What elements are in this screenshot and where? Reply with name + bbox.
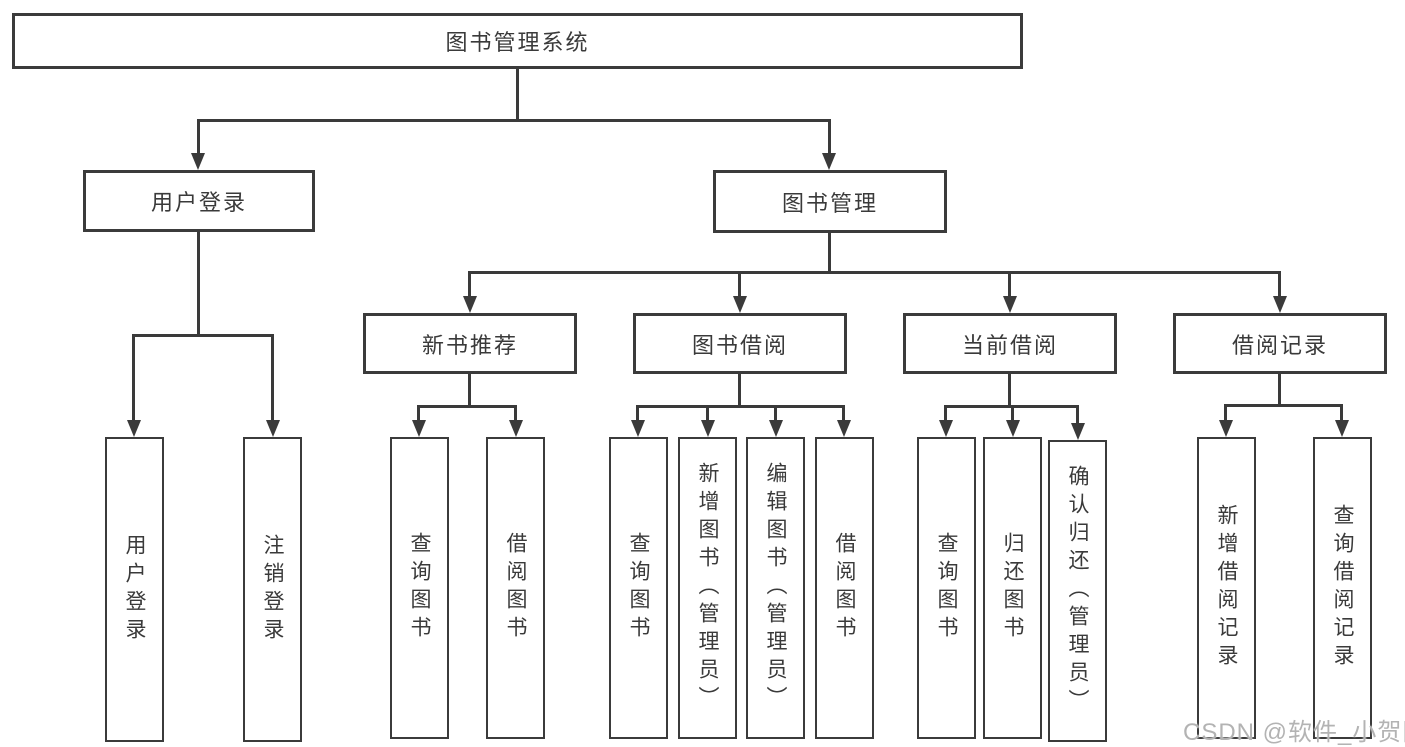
node-confirm-return-admin: 确认归还（管理员） — [1048, 440, 1107, 742]
connector-line — [1008, 374, 1011, 408]
node-current-borrowing: 当前借阅 — [903, 313, 1117, 374]
arrow-down-icon — [191, 153, 205, 170]
node-library-management-system: 图书管理系统 — [12, 13, 1023, 69]
node-add-book-admin: 新增图书（管理员） — [678, 437, 737, 739]
arrow-down-icon — [769, 420, 783, 437]
node-edit-book-admin: 编辑图书（管理员） — [746, 437, 805, 739]
node-user-login-leaf: 用户登录 — [105, 437, 164, 742]
arrow-down-icon — [631, 420, 645, 437]
node-label: 用户登录 — [123, 533, 146, 646]
node-label: 查询图书 — [627, 532, 650, 644]
connector-line — [197, 119, 200, 156]
connector-line — [1278, 374, 1281, 407]
connector-line — [197, 232, 200, 336]
connector-line — [738, 374, 741, 408]
arrow-down-icon — [463, 296, 477, 313]
arrow-down-icon — [701, 420, 715, 437]
connector-line — [197, 119, 831, 122]
arrow-down-icon — [939, 420, 953, 437]
node-add-borrow-record: 新增借阅记录 — [1197, 437, 1256, 739]
connector-line — [1278, 271, 1281, 299]
arrow-down-icon — [266, 420, 280, 437]
arrow-down-icon — [1219, 420, 1233, 437]
connector-line — [706, 405, 709, 423]
node-label: 编辑图书（管理员） — [764, 462, 787, 714]
node-book-borrowing: 图书借阅 — [633, 313, 847, 374]
connector-line — [468, 374, 471, 408]
arrow-down-icon — [822, 153, 836, 170]
node-borrowing-records: 借阅记录 — [1173, 313, 1387, 374]
connector-line — [828, 119, 831, 156]
connector-line — [468, 271, 471, 299]
connector-line — [636, 405, 639, 423]
connector-line — [468, 271, 1281, 274]
connector-line — [1224, 404, 1342, 407]
connector-line — [738, 271, 741, 299]
node-label: 注销登录 — [261, 533, 284, 646]
connector-line — [132, 334, 273, 337]
arrow-down-icon — [837, 420, 851, 437]
arrow-down-icon — [1273, 296, 1287, 313]
csdn-watermark: CSDN @软件_小贺同学 — [1183, 719, 1405, 746]
arrow-down-icon — [1071, 423, 1085, 440]
node-label: 新增图书（管理员） — [696, 462, 719, 714]
node-query-books-recommend: 查询图书 — [390, 437, 449, 739]
connector-line — [514, 405, 517, 423]
node-logout: 注销登录 — [243, 437, 302, 742]
node-label: 新增借阅记录 — [1215, 504, 1238, 672]
connector-line — [417, 405, 517, 408]
node-label: 查询图书 — [935, 532, 958, 644]
connector-line — [271, 334, 274, 422]
connector-line — [417, 405, 420, 423]
connector-line — [1076, 405, 1079, 425]
connector-line — [842, 405, 845, 423]
arrow-down-icon — [1335, 420, 1349, 437]
node-borrow-books: 借阅图书 — [815, 437, 874, 739]
node-query-books-borrow: 查询图书 — [609, 437, 668, 739]
arrow-down-icon — [1003, 296, 1017, 313]
node-label: 借阅图书 — [833, 532, 856, 644]
connector-line — [1008, 271, 1011, 299]
node-query-books-current: 查询图书 — [917, 437, 976, 739]
node-label: 归还图书 — [1001, 532, 1024, 644]
connector-line — [1011, 405, 1014, 423]
node-return-books: 归还图书 — [983, 437, 1042, 739]
connector-line — [1224, 404, 1227, 423]
node-book-management: 图书管理 — [713, 170, 947, 233]
connector-line — [828, 233, 831, 273]
arrow-down-icon — [412, 420, 426, 437]
node-new-book-recommend: 新书推荐 — [363, 313, 577, 374]
arrow-down-icon — [127, 420, 141, 437]
connector-line — [516, 69, 519, 120]
arrow-down-icon — [733, 296, 747, 313]
arrow-down-icon — [1006, 420, 1020, 437]
arrow-down-icon — [509, 420, 523, 437]
node-user-login: 用户登录 — [83, 170, 315, 232]
node-borrow-books-recommend: 借阅图书 — [486, 437, 545, 739]
node-label: 查询借阅记录 — [1331, 504, 1354, 672]
node-query-borrow-record: 查询借阅记录 — [1313, 437, 1372, 739]
node-label: 查询图书 — [408, 532, 431, 644]
node-label: 借阅图书 — [504, 532, 527, 644]
connector-line — [132, 334, 135, 422]
connector-line — [944, 405, 947, 423]
connector-line — [636, 405, 844, 408]
node-label: 确认归还（管理员） — [1066, 465, 1089, 717]
connector-line — [774, 405, 777, 423]
connector-line — [1340, 404, 1343, 423]
